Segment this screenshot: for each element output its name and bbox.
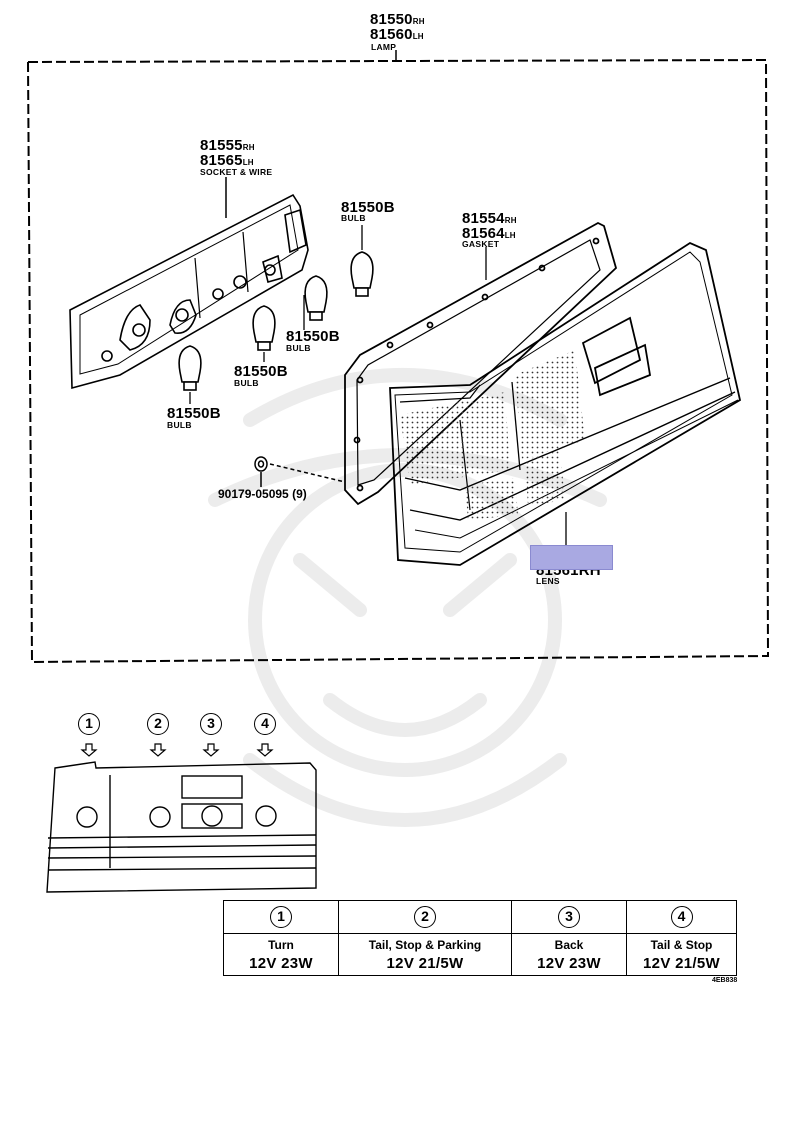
bulb-top-part-number: 81550B: [341, 199, 395, 216]
lamp-part-number: 81550RH 81560LH: [370, 11, 425, 43]
spec-column: 1 Turn 12V 23W: [224, 901, 339, 975]
socket-wire-plate: [69, 193, 309, 390]
socket-part-number: 81555RH 81565LH: [200, 137, 255, 169]
gasket-part-number: 81554RH 81564LH: [462, 210, 517, 242]
spec-number: 4: [670, 906, 693, 928]
nut-part-number: 90179-05095 (9): [218, 487, 307, 501]
bulb-left-part-number: 81550B: [167, 405, 221, 422]
spec-bulb: 12V 21/5W: [643, 954, 720, 972]
spec-number: 1: [270, 906, 292, 928]
position-callout-4: 4: [254, 713, 276, 735]
nut: [254, 456, 346, 487]
spec-bulb: 12V 23W: [249, 954, 313, 972]
bulb-leaders: [189, 225, 363, 404]
bulb-low-part-number: 81550B: [234, 363, 288, 380]
spec-function: Back: [554, 937, 584, 952]
spec-number: 2: [414, 906, 436, 928]
position-callout-2: 2: [147, 713, 169, 735]
spec-number: 3: [558, 906, 580, 928]
position-diagram: [46, 761, 317, 893]
bulb-top-desc: BULB: [341, 213, 366, 223]
spec-bulb: 12V 21/5W: [386, 954, 464, 972]
bulb-shapes: [178, 251, 374, 391]
socket-desc: SOCKET & WIRE: [200, 167, 273, 177]
spec-column: 2 Tail, Stop & Parking 12V 21/5W: [339, 901, 512, 975]
spec-function: Tail, Stop & Parking: [368, 937, 482, 952]
position-callout-3: 3: [200, 713, 222, 735]
spec-bulb: 12V 23W: [537, 954, 601, 972]
lens-dot-pattern: [400, 350, 585, 520]
bulb-low-desc: BULB: [234, 378, 259, 388]
gasket: [344, 221, 618, 506]
lens-part-highlight[interactable]: [530, 545, 613, 570]
gasket-desc: GASKET: [462, 239, 500, 249]
position-arrows: [80, 743, 274, 757]
spec-function: Tail & Stop: [650, 937, 713, 952]
spec-column: 3 Back 12V 23W: [512, 901, 627, 975]
bulb-mid-desc: BULB: [286, 343, 311, 353]
bulb-spec-table: 1 Turn 12V 23W 2 Tail, Stop & Parking 12…: [223, 900, 737, 976]
lens-desc: LENS: [536, 576, 560, 586]
lamp-desc: LAMP: [371, 42, 397, 52]
spec-function: Turn: [268, 937, 294, 952]
position-callout-1: 1: [78, 713, 100, 735]
spec-column: 4 Tail & Stop 12V 21/5W: [627, 901, 736, 975]
diagram-reference-code: 4EB838: [712, 977, 738, 984]
assembly-dashed-border: [26, 58, 770, 664]
bulb-mid-part-number: 81550B: [286, 328, 340, 345]
bulb-left-desc: BULB: [167, 420, 192, 430]
